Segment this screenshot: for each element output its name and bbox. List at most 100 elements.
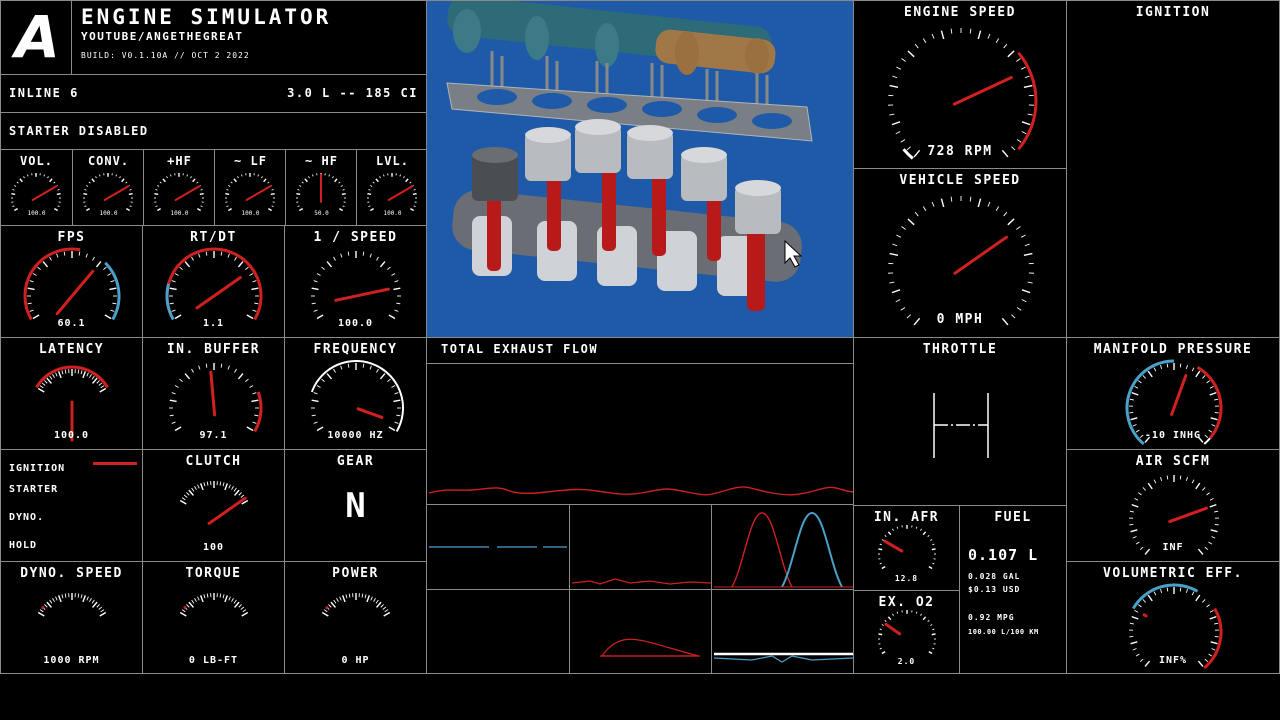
clutch-gauge xyxy=(179,481,249,525)
gauge-white-zone xyxy=(1203,437,1211,445)
gauge-tick xyxy=(1211,648,1216,651)
gauge-red-zone xyxy=(35,365,109,389)
gauge-tick xyxy=(29,280,34,283)
gauge-tick xyxy=(1208,541,1213,545)
gauge-tick xyxy=(39,385,44,389)
gauge-tick xyxy=(77,593,80,598)
gauge-tick xyxy=(927,535,930,537)
starter-toggle[interactable]: STARTER xyxy=(9,484,58,495)
power-panel: POWER 0 HP xyxy=(284,561,427,674)
gauge-tick xyxy=(334,178,338,183)
gauge-tick xyxy=(1134,609,1139,613)
gauge-tick xyxy=(413,205,416,207)
gauge-tick xyxy=(179,266,183,270)
latency-panel: LATENCY 100.0 xyxy=(0,337,143,450)
gauge-tick xyxy=(362,363,365,368)
gauge-tick xyxy=(313,392,318,395)
gauge-tick xyxy=(391,273,396,276)
gauge-tick xyxy=(241,611,249,617)
gauge-tick xyxy=(907,50,915,58)
air-scfm-panel: AIR SCFM INF xyxy=(1066,449,1280,562)
inbuffer-label: IN. BUFFER xyxy=(166,342,261,357)
gauge-tick xyxy=(1147,594,1153,602)
gauge-tick xyxy=(987,33,991,39)
engine-speed-gauge xyxy=(888,28,1038,160)
audio-gauge-5[interactable]: LVL.100.0 xyxy=(356,150,428,225)
vehicle-speed-label: VEHICLE SPEED xyxy=(899,173,1021,188)
gauge-tick xyxy=(330,601,336,608)
gauge-tick xyxy=(1166,475,1169,480)
gauge-tick xyxy=(345,594,348,599)
gauge-tick xyxy=(342,189,345,191)
gauge-tick xyxy=(1003,43,1008,49)
gauge-tick xyxy=(1138,380,1142,384)
gauge-tick xyxy=(1160,476,1163,482)
gauge-tick xyxy=(170,174,172,177)
in-afr-gauge xyxy=(878,525,936,570)
speed-gauge xyxy=(311,251,401,320)
gauge-tick xyxy=(1202,487,1206,491)
gauge-tick xyxy=(891,289,901,294)
gauge-tick xyxy=(44,604,48,608)
gauge-tick xyxy=(171,421,176,424)
audio-gauge-1[interactable]: CONV.100.0 xyxy=(72,150,144,225)
hold-toggle[interactable]: HOLD xyxy=(9,540,37,551)
gauge-tick xyxy=(340,185,343,187)
gauge-needle xyxy=(174,185,201,201)
dyno-speed-gauge xyxy=(37,593,107,617)
gauge-tick xyxy=(368,189,371,191)
gauge-tick xyxy=(245,266,249,270)
gauge-tick xyxy=(892,75,898,79)
gauge-tick xyxy=(231,598,234,602)
gauge-needle xyxy=(884,622,902,636)
fuel-label: FUEL xyxy=(994,510,1032,525)
gauge-tick xyxy=(375,178,379,183)
gauge-tick xyxy=(154,192,159,196)
volumetric-eff-value: INF% xyxy=(1158,655,1188,666)
gauge-tick xyxy=(316,385,321,388)
engine-speed-panel: ENGINE SPEED 728 RPM xyxy=(853,0,1067,169)
gauge-tick xyxy=(227,207,232,212)
fps-value: 60.1 xyxy=(57,318,86,329)
exhaust-flow-panel: TOTAL EXHAUST FLOW xyxy=(426,337,854,505)
gauge-tick xyxy=(27,302,32,305)
gauge-tick xyxy=(39,609,44,613)
gauge-tick xyxy=(347,251,350,256)
audio-gauge-0[interactable]: VOL.100.0 xyxy=(1,150,72,225)
gauge-tick xyxy=(879,562,882,565)
manifold-pressure-label: MANIFOLD PRESSURE xyxy=(1093,342,1253,357)
gauge-needle xyxy=(334,287,390,302)
gauge-tick xyxy=(61,370,64,375)
dyno-toggle[interactable]: DYNO. xyxy=(9,512,44,523)
gauge-tick xyxy=(1011,314,1016,319)
gauge-tick xyxy=(393,399,401,403)
gauge-tick xyxy=(1206,492,1210,496)
engine-viewport[interactable] xyxy=(426,0,854,338)
gauge-tick xyxy=(1138,604,1142,608)
gauge-tick xyxy=(157,185,160,187)
gauge-tick xyxy=(1185,588,1188,594)
gauge-tick xyxy=(1209,609,1214,613)
scope-5 xyxy=(569,589,712,674)
gauge-tick xyxy=(932,628,935,631)
frequency-value: 10000 HZ xyxy=(327,430,384,441)
gauge-tick xyxy=(1147,370,1153,378)
gauge-tick xyxy=(394,309,399,312)
gauge-tick xyxy=(220,251,223,256)
gauge-tick xyxy=(1195,482,1201,490)
gauge-tick xyxy=(1166,587,1169,592)
gauge-tick xyxy=(339,596,342,601)
gauge-tick xyxy=(240,494,245,498)
gauge-tick xyxy=(342,595,346,603)
air-scfm-value: INF xyxy=(1162,542,1184,553)
ignition-panel-label: IGNITION xyxy=(1135,5,1211,20)
audio-gauge-label: CONV. xyxy=(87,154,130,168)
audio-gauge-value: 100.0 xyxy=(170,210,189,217)
gauge-tick xyxy=(166,176,168,179)
gauge-tick xyxy=(205,251,208,256)
gauge-tick xyxy=(198,253,201,258)
ignition-toggle[interactable]: IGNITION xyxy=(9,456,139,474)
